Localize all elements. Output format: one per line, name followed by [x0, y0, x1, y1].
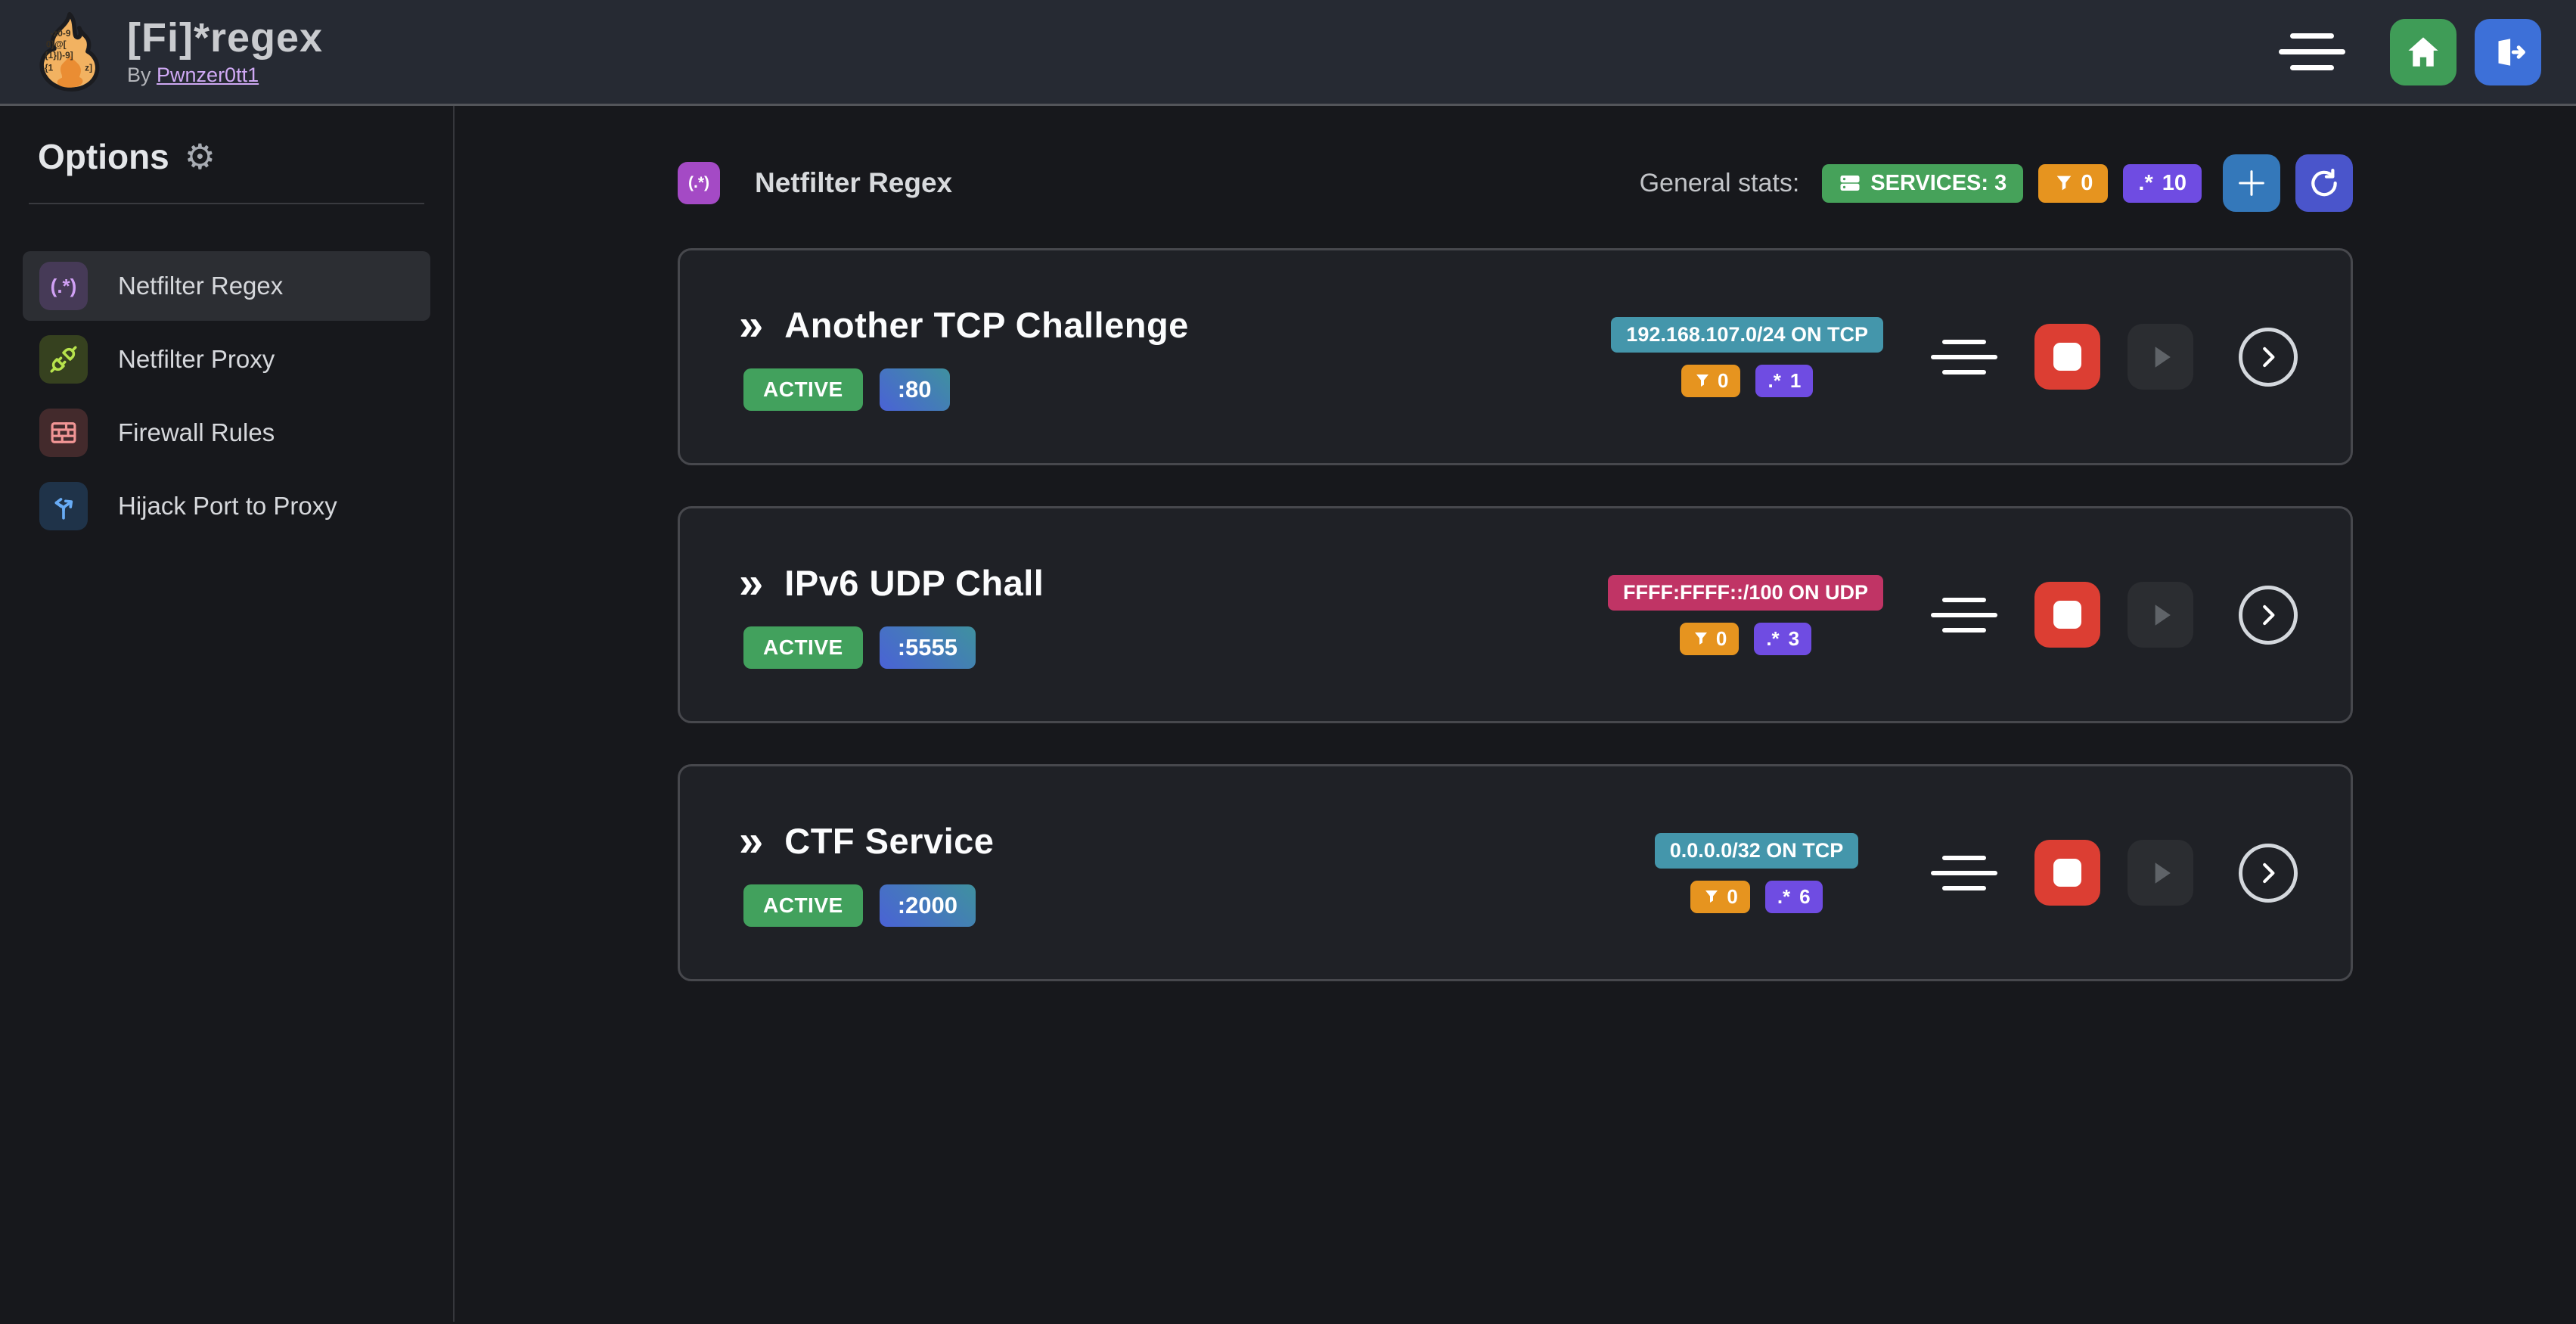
port-badge: :2000 — [879, 884, 976, 927]
port-badge: :80 — [879, 368, 950, 411]
target-badge: 0.0.0.0/32 ON TCP — [1654, 832, 1859, 869]
menu-burger-icon[interactable] — [2278, 33, 2346, 70]
sidebar-item-netfilter-regex[interactable]: (.*) Netfilter Regex — [23, 251, 430, 321]
start-service-button[interactable] — [2128, 582, 2193, 648]
service-menu-icon[interactable] — [1930, 855, 1998, 890]
app-title: [Fi]*regex — [127, 14, 324, 61]
regex-count-badge: .* 10 — [2123, 163, 2202, 203]
logout-button[interactable] — [2475, 18, 2541, 85]
sidebar-item-hijack-port[interactable]: Hijack Port to Proxy — [23, 471, 430, 541]
play-icon — [2155, 862, 2171, 884]
filtered-badge: 0 — [1681, 364, 1741, 397]
byline: By Pwnzer0tt1 — [127, 64, 323, 87]
plug-icon — [39, 335, 88, 384]
stop-icon — [2053, 601, 2081, 629]
stop-service-button[interactable] — [2034, 582, 2100, 648]
regex-star-icon: .* — [1766, 626, 1780, 650]
stop-icon — [2053, 343, 2081, 371]
service-menu-icon[interactable] — [1930, 597, 1998, 632]
home-button[interactable] — [2390, 18, 2457, 85]
svg-text:0}@[: 0}@[ — [46, 39, 67, 49]
add-service-button[interactable] — [2223, 154, 2280, 212]
play-icon — [2155, 604, 2171, 626]
chevrons-icon: » — [739, 300, 764, 350]
service-menu-icon[interactable] — [1930, 339, 1998, 375]
main-panel: (.*) Netfilter Regex General stats: SERV… — [455, 106, 2576, 1322]
status-badge: ACTIVE — [743, 626, 863, 669]
open-service-button[interactable] — [2239, 327, 2298, 387]
chevron-right-icon — [2263, 605, 2275, 625]
gear-icon: ⚙ — [184, 136, 216, 177]
options-sidebar: Options ⚙ (.*) Netfilter Regex Netfilter… — [0, 106, 455, 1322]
open-service-button[interactable] — [2239, 843, 2298, 903]
top-navbar: -z0-9 0}@[ {1}|)-9] {1 z] [Fi]*regex By … — [0, 0, 2576, 106]
byline-prefix: By — [127, 64, 151, 87]
service-name: Another TCP Challenge — [784, 305, 1189, 345]
server-icon — [1840, 176, 1860, 191]
service-name: CTF Service — [784, 821, 995, 861]
refresh-icon — [2311, 169, 2337, 197]
funnel-icon — [1694, 632, 1707, 645]
logout-door-icon — [2498, 38, 2525, 66]
svg-text:-z0-9: -z0-9 — [50, 27, 70, 38]
services-count-badge: SERVICES: 3 — [1822, 163, 2024, 203]
status-badge: ACTIVE — [743, 884, 863, 927]
section-title: Netfilter Regex — [755, 167, 953, 198]
plus-icon — [2239, 170, 2264, 196]
service-card: » Another TCP Challenge ACTIVE :80 192.1… — [678, 248, 2353, 465]
regex-badge: .* 6 — [1764, 880, 1823, 913]
open-service-button[interactable] — [2239, 585, 2298, 645]
start-service-button[interactable] — [2128, 324, 2193, 390]
regex-badge: .* 3 — [1754, 622, 1812, 655]
filtered-badge: 0 — [1679, 622, 1740, 655]
chevrons-icon: » — [739, 558, 764, 608]
filtered-badge: 0 — [1690, 880, 1750, 913]
sidebar-item-netfilter-proxy[interactable]: Netfilter Proxy — [23, 325, 430, 394]
sidebar-divider — [29, 203, 424, 204]
funnel-icon — [1705, 890, 1718, 903]
svg-text:{1: {1 — [45, 62, 54, 73]
brick-wall-icon — [39, 409, 88, 457]
general-stats-label: General stats: — [1639, 168, 1800, 197]
status-badge: ACTIVE — [743, 368, 863, 411]
start-service-button[interactable] — [2128, 840, 2193, 906]
regex-star-icon: .* — [1768, 368, 1781, 392]
svg-text:{1}|)-9]: {1}|)-9] — [45, 50, 73, 61]
regex-badge: .* 1 — [1755, 364, 1814, 397]
refresh-button[interactable] — [2295, 154, 2353, 212]
service-name: IPv6 UDP Chall — [784, 563, 1044, 603]
sidebar-heading: Options ⚙ — [38, 136, 216, 177]
home-icon — [2408, 36, 2438, 67]
stop-service-button[interactable] — [2034, 840, 2100, 906]
chevron-right-icon — [2263, 347, 2275, 367]
filtered-count-badge: 0 — [2038, 163, 2109, 203]
sidebar-menu: (.*) Netfilter Regex Netfilter Proxy — [23, 251, 430, 541]
author-link[interactable]: Pwnzer0tt1 — [157, 64, 259, 87]
section-header: (.*) Netfilter Regex General stats: SERV… — [678, 154, 2353, 212]
chevron-right-icon — [2263, 862, 2275, 883]
stop-service-button[interactable] — [2034, 324, 2100, 390]
firegex-flame-logo: -z0-9 0}@[ {1}|)-9] {1 z] — [39, 11, 100, 92]
funnel-icon — [2056, 176, 2072, 191]
service-card: » CTF Service ACTIVE :2000 0.0.0.0/32 ON… — [678, 764, 2353, 981]
svg-text:z]: z] — [85, 62, 92, 73]
play-icon — [2155, 346, 2171, 368]
regex-section-icon: (.*) — [678, 162, 720, 204]
port-badge: :5555 — [879, 626, 976, 669]
regex-icon: (.*) — [39, 262, 88, 310]
target-badge: FFFF:FFFF::/100 ON UDP — [1608, 574, 1883, 611]
funnel-icon — [1696, 375, 1709, 387]
chevrons-icon: » — [739, 816, 764, 866]
service-card: » IPv6 UDP Chall ACTIVE :5555 FFFF:FFFF:… — [678, 506, 2353, 723]
regex-star-icon: .* — [2138, 170, 2153, 195]
stop-icon — [2053, 859, 2081, 887]
regex-star-icon: .* — [1777, 884, 1791, 908]
split-arrows-icon — [39, 482, 88, 530]
target-badge: 192.168.107.0/24 ON TCP — [1611, 316, 1883, 353]
sidebar-item-firewall-rules[interactable]: Firewall Rules — [23, 398, 430, 468]
